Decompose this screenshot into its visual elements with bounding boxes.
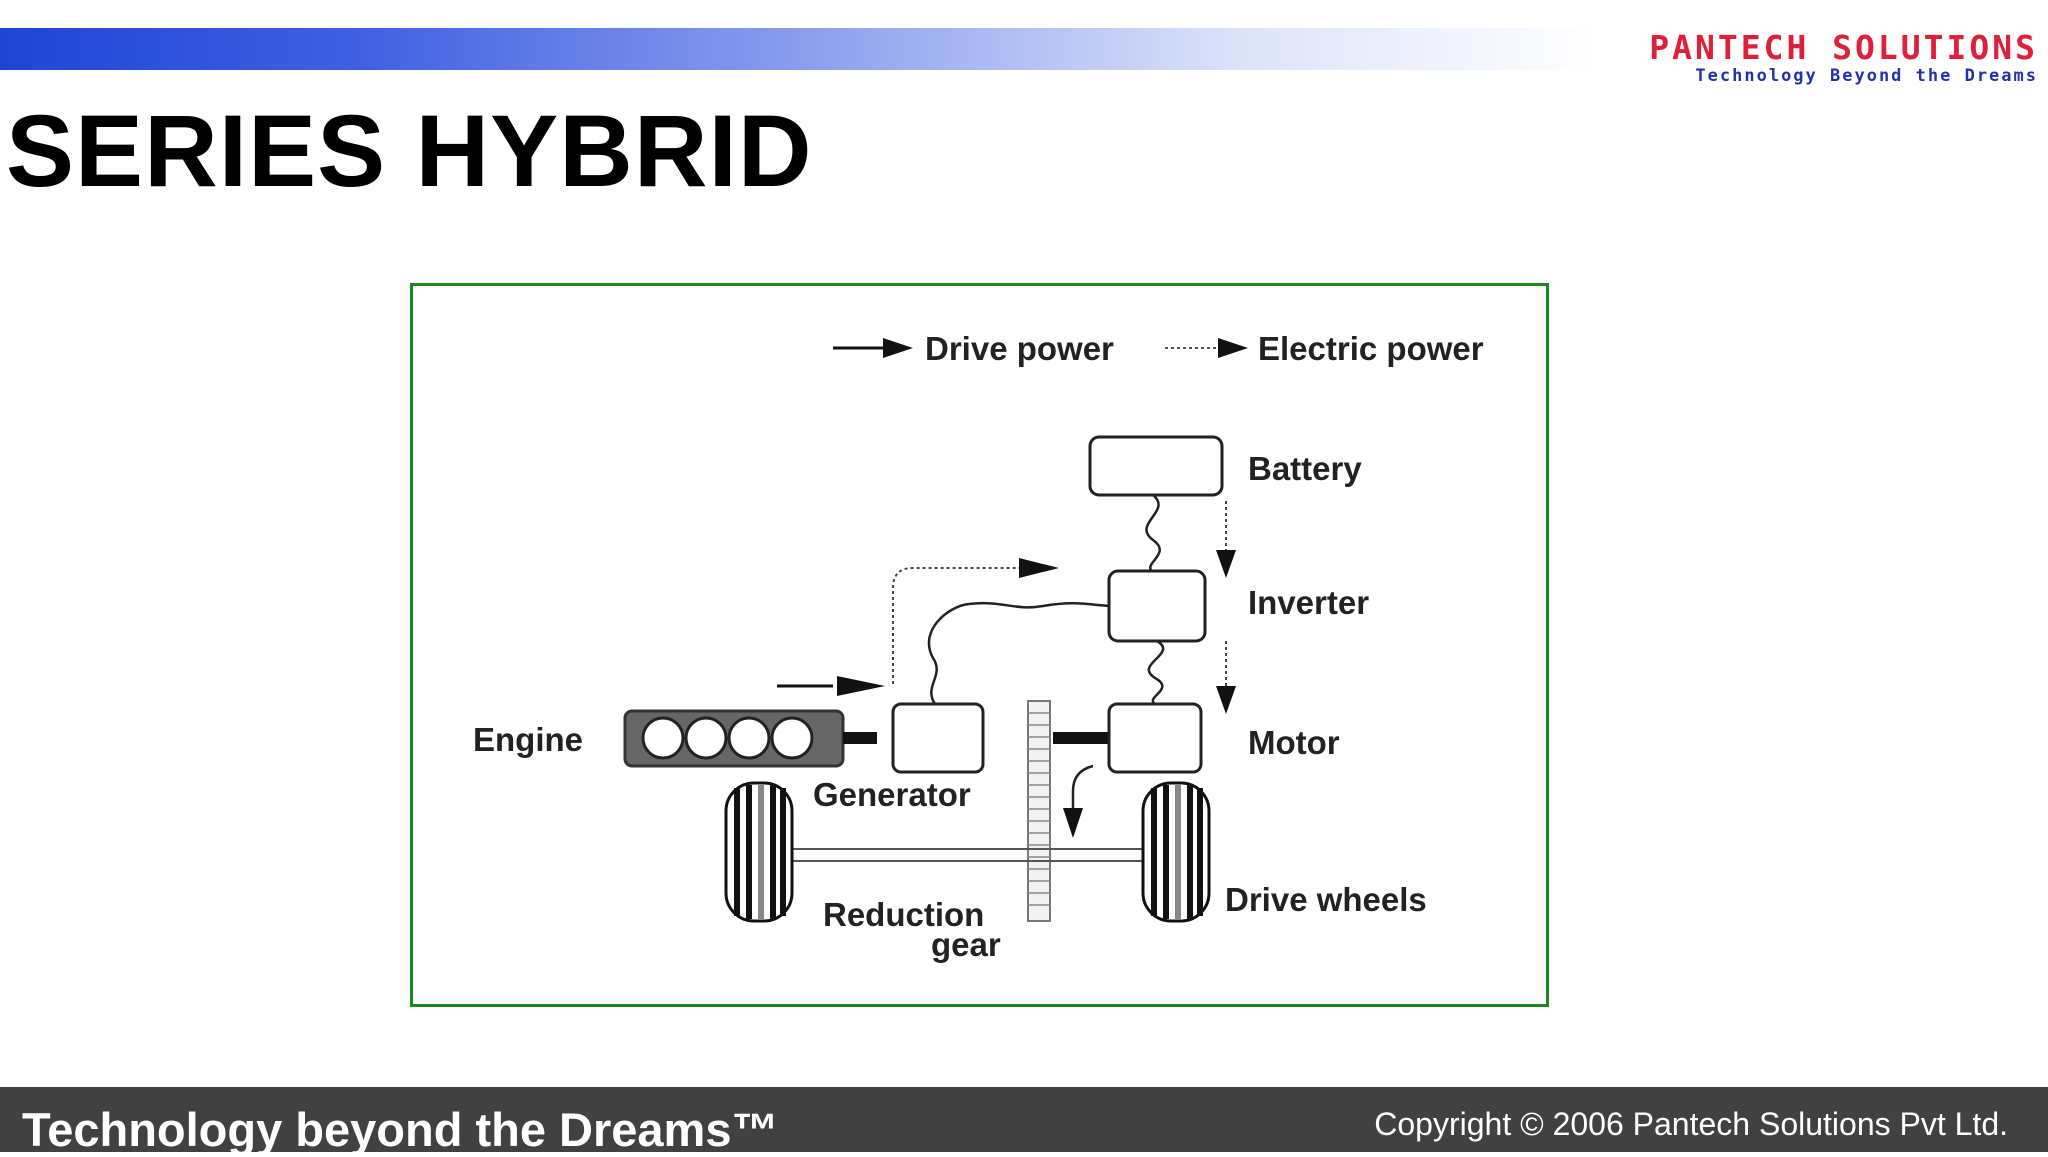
- footer-bar: Technology beyond the Dreams™ Copyright …: [0, 1087, 2048, 1156]
- legend-electric-power-label: Electric power: [1258, 330, 1484, 367]
- motor-box: [1107, 702, 1203, 774]
- generator-inverter-arrowhead: [1019, 558, 1059, 578]
- motor-drive-flow: [1071, 764, 1094, 811]
- battery-label: Battery: [1248, 450, 1362, 487]
- inverter-motor-cable: [1147, 639, 1165, 707]
- reduction-gear-label-line2: gear: [931, 926, 1001, 963]
- drive-power-arrowhead: [883, 338, 913, 358]
- generator-box: [891, 702, 985, 774]
- engine-drive-arrowhead: [837, 676, 885, 696]
- motor-drive-arrowhead: [1063, 808, 1083, 838]
- legend-drive-power: Drive power: [833, 330, 1114, 367]
- engine-label: Engine: [473, 721, 583, 758]
- motor-gear-shaft: [1053, 732, 1109, 744]
- header-gradient-bar: [0, 28, 1600, 70]
- engine-cylinders: [641, 716, 814, 760]
- right-drive-wheel: [1141, 781, 1211, 923]
- inverter-label: Inverter: [1248, 584, 1369, 621]
- logo-tagline: Technology Beyond the Dreams: [1695, 66, 2038, 86]
- inverter-motor-arrowhead: [1216, 686, 1236, 714]
- motor-label: Motor: [1248, 724, 1340, 761]
- battery-inverter-cable: [1145, 494, 1161, 574]
- generator-inverter-flow: [892, 567, 1025, 684]
- drive-wheels-label: Drive wheels: [1225, 881, 1427, 918]
- footer-tagline: Technology beyond the Dreams™: [22, 1103, 779, 1156]
- company-logo: Pantech Solutions Technology Beyond the …: [1649, 28, 2038, 87]
- footer-copyright: Copyright © 2006 Pantech Solutions Pvt L…: [1374, 1106, 2008, 1142]
- logo-name: Pantech Solutions: [1649, 28, 2038, 67]
- generator-inverter-cable: [927, 601, 1110, 705]
- reduction-gear-label-line1: Reduction: [823, 896, 984, 933]
- engine-generator-shaft: [843, 732, 877, 744]
- battery-box: [1088, 435, 1224, 497]
- series-hybrid-diagram: Drive power Electric power Battery Inver…: [410, 283, 1549, 1007]
- battery-inverter-arrowhead: [1216, 550, 1236, 578]
- legend-electric-power: Electric power: [1165, 330, 1484, 367]
- slide-title: SERIES HYBRID: [6, 94, 813, 208]
- generator-label: Generator: [813, 776, 971, 813]
- electric-power-arrowhead: [1218, 338, 1248, 358]
- reduction-gear: [1027, 700, 1051, 922]
- legend-drive-power-label: Drive power: [925, 330, 1114, 367]
- left-drive-wheel: [724, 781, 794, 923]
- inverter-box: [1107, 569, 1207, 643]
